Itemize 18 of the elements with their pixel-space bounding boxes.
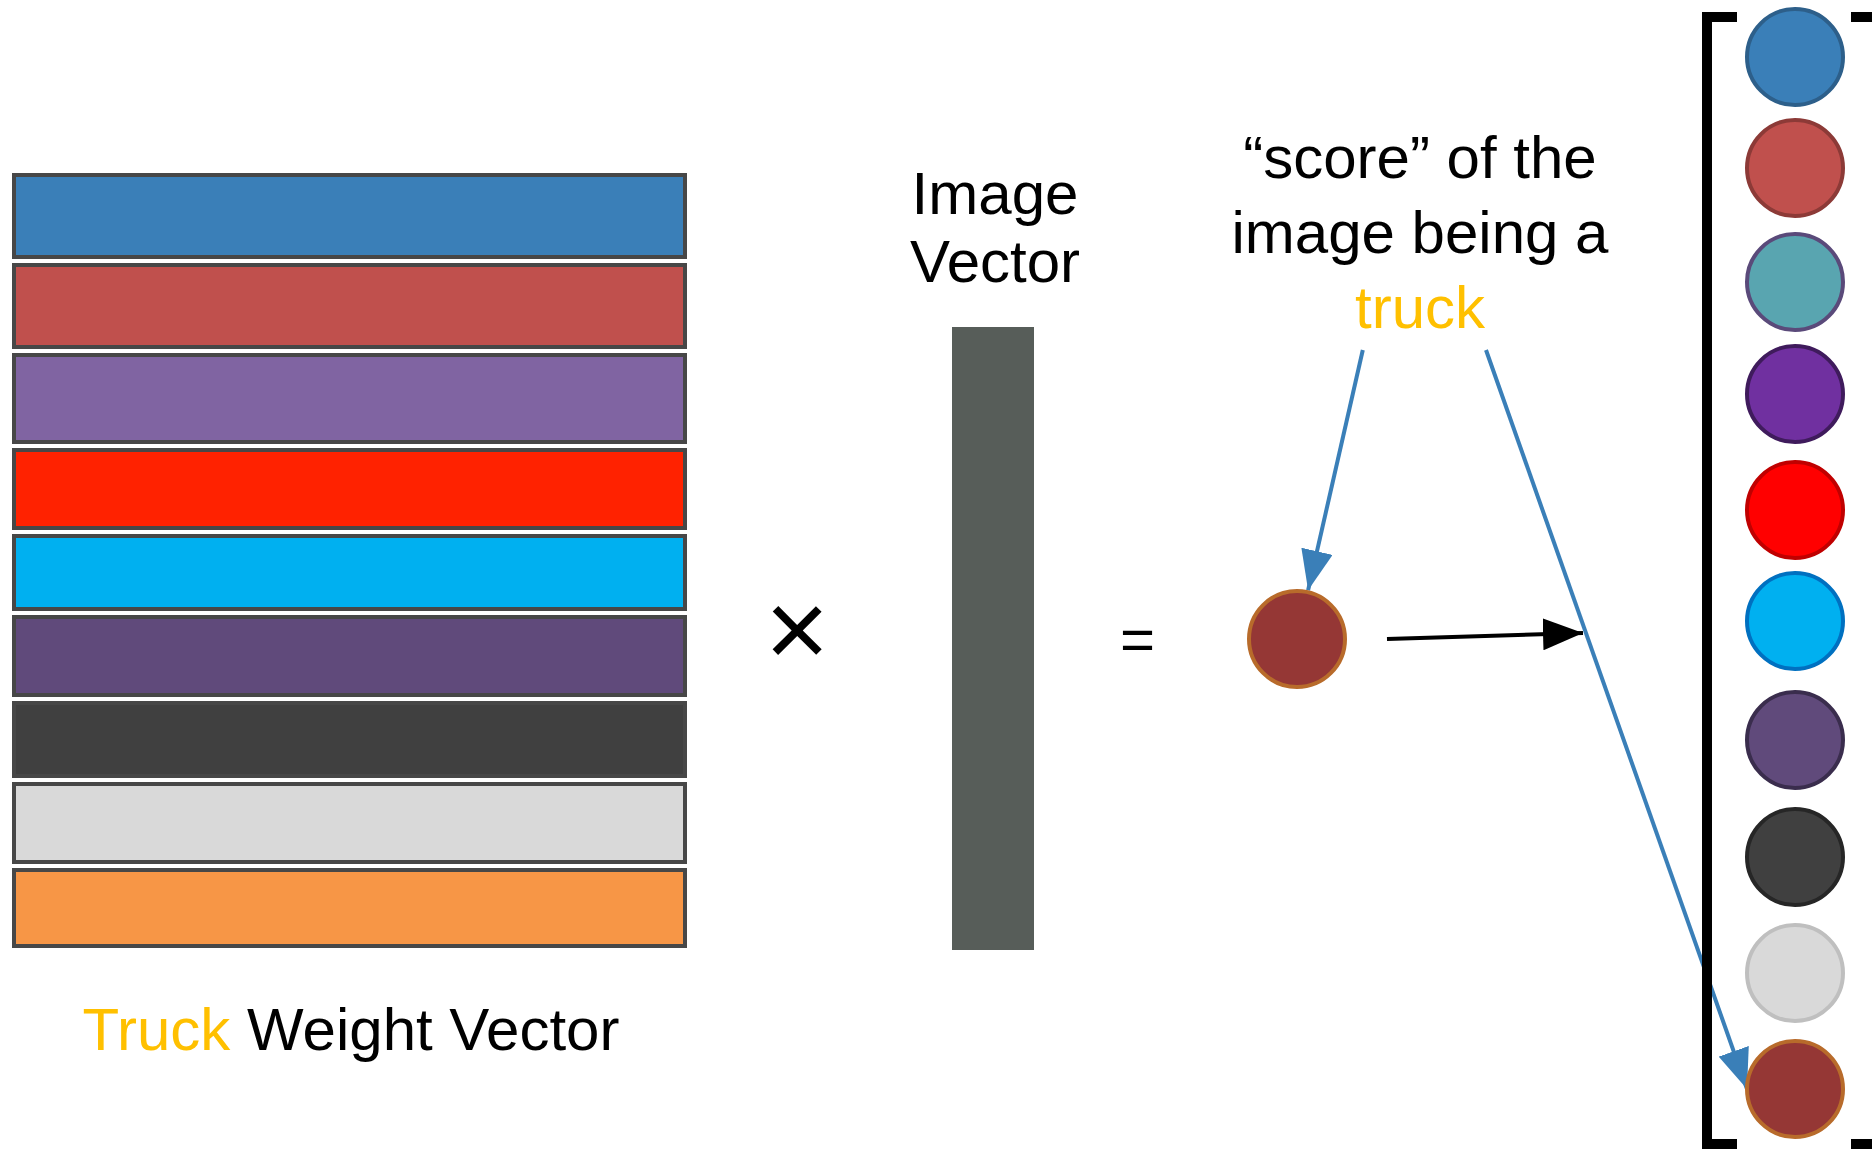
vector-title: Image Vector bbox=[908, 160, 1082, 296]
weight-row-bar bbox=[12, 782, 687, 864]
weight-row-bar bbox=[12, 448, 687, 530]
weight-row-bar bbox=[12, 868, 687, 948]
weight-row-bar bbox=[12, 701, 687, 778]
matrix-caption: Truck Weight Vector bbox=[82, 996, 620, 1063]
class-name-text: truck bbox=[1354, 273, 1486, 343]
weight-row-bar bbox=[12, 615, 687, 697]
weight-row-bar bbox=[12, 534, 687, 611]
multiply-sign: × bbox=[765, 566, 830, 692]
weight-row-bar bbox=[12, 263, 687, 349]
arrow bbox=[1484, 349, 1749, 1090]
equals-sign: = bbox=[1120, 605, 1156, 674]
arrow bbox=[1301, 349, 1365, 591]
weight-row-bar bbox=[12, 173, 687, 259]
weight-row-bar bbox=[12, 353, 687, 444]
score-text: “score” of the image being a bbox=[1230, 123, 1610, 268]
arrow bbox=[1386, 618, 1584, 651]
